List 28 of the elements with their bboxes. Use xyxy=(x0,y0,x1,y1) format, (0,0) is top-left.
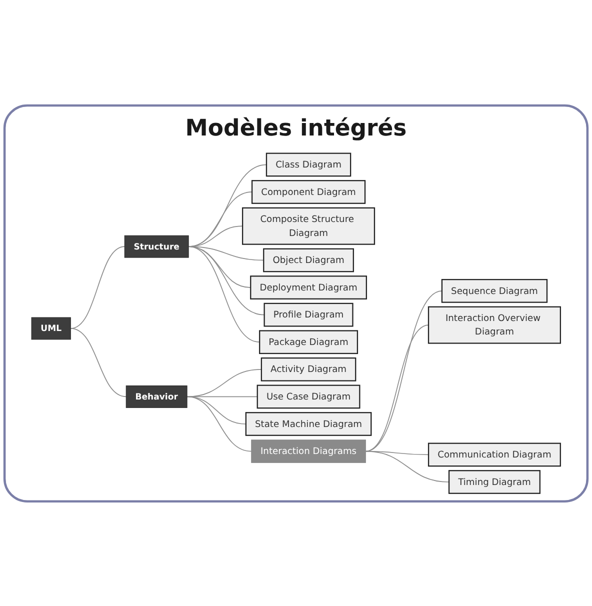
node-box: State Machine Diagram xyxy=(245,412,372,436)
connector xyxy=(365,290,442,452)
node-box: Use Case Diagram xyxy=(256,384,360,408)
node-box: Object Diagram xyxy=(263,248,354,272)
connector xyxy=(365,450,450,482)
connector xyxy=(188,246,264,260)
connector xyxy=(186,368,262,397)
connector xyxy=(188,246,265,315)
connector xyxy=(186,396,252,452)
node-box: Activity Diagram xyxy=(260,357,356,381)
node-box: Interaction Overview Diagram xyxy=(428,306,561,344)
connector xyxy=(188,246,260,342)
node-box: Package Diagram xyxy=(259,330,358,354)
node-box: UML xyxy=(31,316,71,340)
node-box: Profile Diagram xyxy=(264,302,354,326)
connector xyxy=(70,328,127,397)
connector xyxy=(365,324,429,452)
node-box: Sequence Diagram xyxy=(441,278,548,302)
node-box: Timing Diagram xyxy=(448,470,540,494)
node-box: Interaction Diagrams xyxy=(251,439,366,462)
node-box: Deployment Diagram xyxy=(250,275,367,300)
node-box: Structure xyxy=(124,234,189,258)
connector xyxy=(70,246,126,328)
node-box: Composite Structure Diagram xyxy=(242,206,376,244)
node-box: Behavior xyxy=(126,385,188,408)
node-box: Communication Diagram xyxy=(428,442,561,466)
node-box: Class Diagram xyxy=(266,152,352,176)
node-box: Component Diagram xyxy=(251,180,366,204)
